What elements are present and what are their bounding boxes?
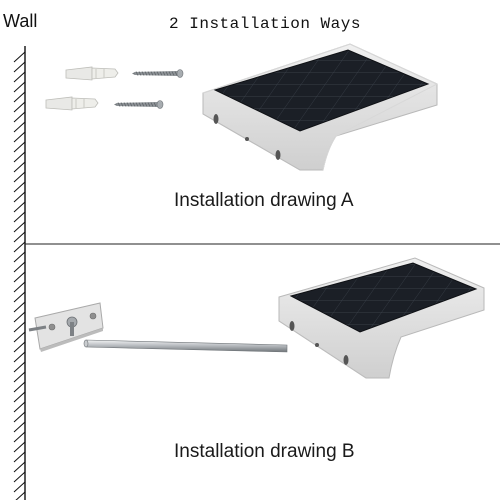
wall-hatch-line xyxy=(13,311,26,323)
wall-hatch-line xyxy=(13,441,26,453)
wall-hatch-line xyxy=(13,91,26,103)
wall-hatch-line xyxy=(13,391,26,403)
wall-hatch-line xyxy=(13,371,26,383)
caption-drawing-b: Installation drawing B xyxy=(174,441,355,462)
wall-hatch-line xyxy=(13,431,26,443)
sensor-hole xyxy=(315,343,319,347)
wall-hatch-line xyxy=(13,81,26,93)
wall-hatch-line xyxy=(13,421,26,433)
screw-icon xyxy=(132,69,184,78)
wall-hatch-line xyxy=(13,201,26,213)
wall-plug-anchor-icon xyxy=(65,66,119,81)
bolt xyxy=(28,325,47,332)
wall-hatch-line xyxy=(13,451,26,463)
wall-hatch-line xyxy=(15,491,26,500)
wall-hatch-line xyxy=(13,261,26,273)
wall-hatch-line xyxy=(13,251,26,263)
drawing-b xyxy=(28,257,485,379)
screw-hole xyxy=(89,312,97,320)
wall xyxy=(13,46,26,500)
page-title: 2 Installation Ways xyxy=(169,15,361,33)
wall-plug-anchor-icon xyxy=(45,96,99,111)
wall-hatch-line xyxy=(13,191,26,203)
sensor-hole xyxy=(245,137,249,141)
wall-hatch-line xyxy=(13,221,26,233)
wall-hatch-line xyxy=(13,231,26,243)
keyhole-slot xyxy=(213,114,219,124)
keyhole-slot xyxy=(275,150,281,160)
wall-hatch-line xyxy=(13,171,26,183)
wall-hatch-line xyxy=(13,331,26,343)
wall-hatch-line xyxy=(13,181,26,193)
wall-hatch-line xyxy=(13,351,26,363)
caption-drawing-a: Installation drawing A xyxy=(174,190,354,211)
wall-hatch-line xyxy=(13,301,26,313)
wall-hatch-line xyxy=(13,151,26,163)
wall-hatch-line xyxy=(13,51,26,63)
solar-light-b xyxy=(278,257,485,379)
solar-panel xyxy=(289,262,478,333)
wall-hatch-line xyxy=(13,211,26,223)
screw-icon xyxy=(114,100,164,109)
wall-hatch-line xyxy=(13,281,26,293)
wall-label: Wall xyxy=(3,11,38,31)
keyhole-slot xyxy=(289,321,295,331)
wall-hatch-line xyxy=(13,341,26,353)
screw-hole xyxy=(48,323,56,331)
wall-hatch-line xyxy=(13,321,26,333)
wall-hatch-line xyxy=(13,461,26,473)
solar-light-a xyxy=(202,43,439,171)
wall-hatch-line xyxy=(13,131,26,143)
wall-hatch-line xyxy=(13,291,26,303)
keyhole-slot xyxy=(343,355,349,365)
wall-hatch-line xyxy=(13,401,26,413)
wall-hatch-line xyxy=(13,101,26,113)
wall-hatching xyxy=(13,51,26,500)
wall-hatch-line xyxy=(13,271,26,283)
wall-hatch-line xyxy=(13,361,26,373)
wall-bracket xyxy=(28,302,104,352)
solar-panel xyxy=(213,49,430,132)
wall-hatch-line xyxy=(13,381,26,393)
wall-hatch-line xyxy=(13,411,26,423)
wall-hatch-line xyxy=(13,121,26,133)
wall-hatch-line xyxy=(13,241,26,253)
wall-hatch-line xyxy=(13,141,26,153)
wall-hatch-line xyxy=(13,481,26,493)
wall-hatch-line xyxy=(13,61,26,73)
wall-hatch-line xyxy=(13,111,26,123)
wall-hatch-line xyxy=(13,71,26,83)
wall-hatch-line xyxy=(13,471,26,483)
extension-pole xyxy=(83,339,288,353)
wall-hatch-line xyxy=(13,161,26,173)
drawing-a xyxy=(45,43,439,171)
